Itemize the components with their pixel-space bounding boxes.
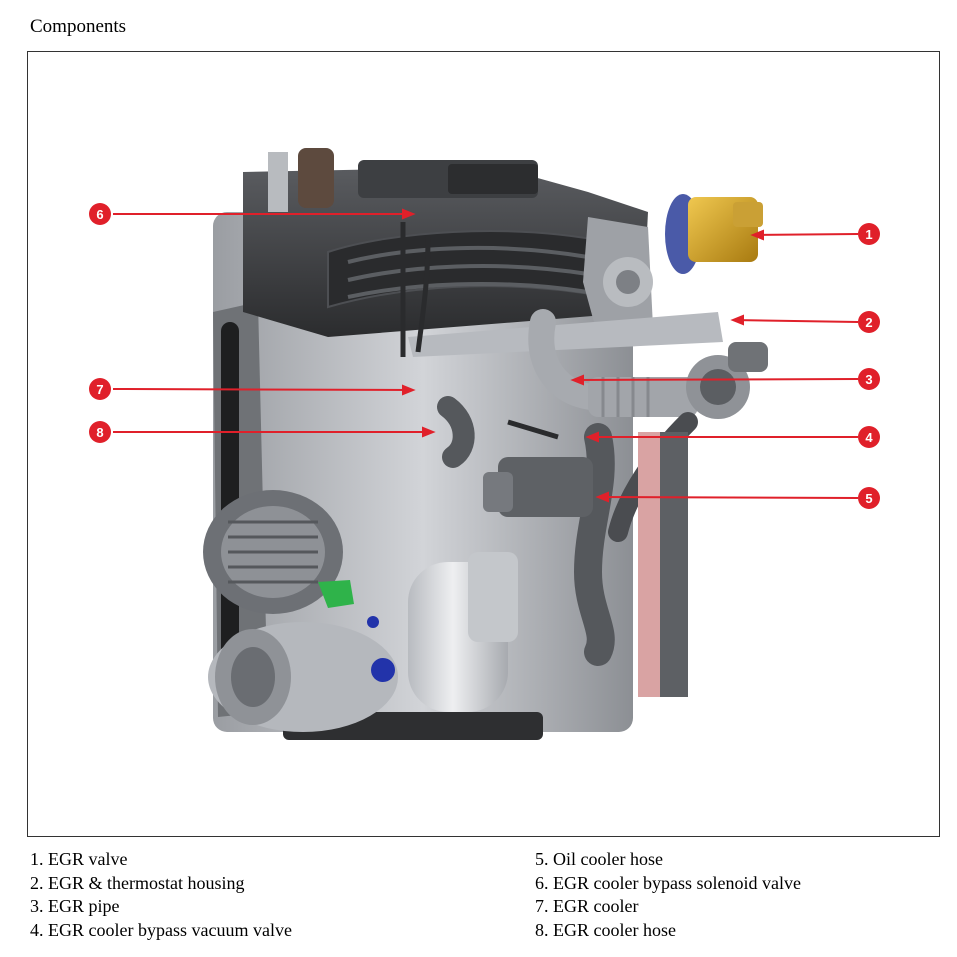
egr-cooler-hose [437,396,475,468]
legend-item-egr-thermostat-housing: 2. EGR & thermostat housing [30,872,245,893]
oil-filter-housing [408,552,518,712]
engine-diagram: 1 2 3 4 5 6 7 [89,148,880,740]
callout-2: 2 [858,311,880,333]
legend-item-egr-cooler-bypass-vacuum-valve: 4. EGR cooler bypass vacuum valve [30,919,292,940]
legend-item-egr-cooler-hose: 8. EGR cooler hose [535,919,676,940]
vacuum-lines [400,222,559,440]
svg-text:8: 8 [96,425,103,440]
egr-pipe [408,309,723,417]
svg-text:7: 7 [96,382,103,397]
svg-text:1: 1 [865,227,872,242]
egr-valve [665,194,763,274]
callout-7: 7 [89,378,111,400]
thermostat-housing [686,342,768,419]
svg-text:4: 4 [865,430,873,445]
svg-text:2: 2 [865,315,872,330]
callout-4: 4 [858,426,880,448]
flywheel [638,432,688,697]
svg-text:6: 6 [96,207,103,222]
callout-5: 5 [858,487,880,509]
legend-item-oil-cooler-hose: 5. Oil cooler hose [535,849,663,869]
cylinder-head [243,148,653,337]
callout-lines [112,208,859,503]
callout-6: 6 [89,203,111,225]
callout-1: 1 [858,223,880,245]
svg-text:5: 5 [865,491,872,506]
legend-item-egr-cooler-bypass-solenoid-valve: 6. EGR cooler bypass solenoid valve [535,872,801,893]
legend-left: 1. EGR valve 2. EGR & thermostat housing… [30,848,296,942]
legend-item-egr-pipe: 3. EGR pipe [30,896,120,916]
legend-right: 5. Oil cooler hose 6. EGR cooler bypass … [535,848,935,942]
callout-badges: 1 2 3 4 5 6 7 [89,203,880,509]
legend-item-egr-cooler: 7. EGR cooler [535,896,639,916]
page-title: Components [30,16,127,37]
callout-3: 3 [858,368,880,390]
svg-text:3: 3 [865,372,872,387]
callout-8: 8 [89,421,111,443]
legend-item-egr-valve: 1. EGR valve [30,849,128,869]
diagram-frame: 1 2 3 4 5 6 7 [27,51,940,837]
starter-motor [483,457,593,517]
